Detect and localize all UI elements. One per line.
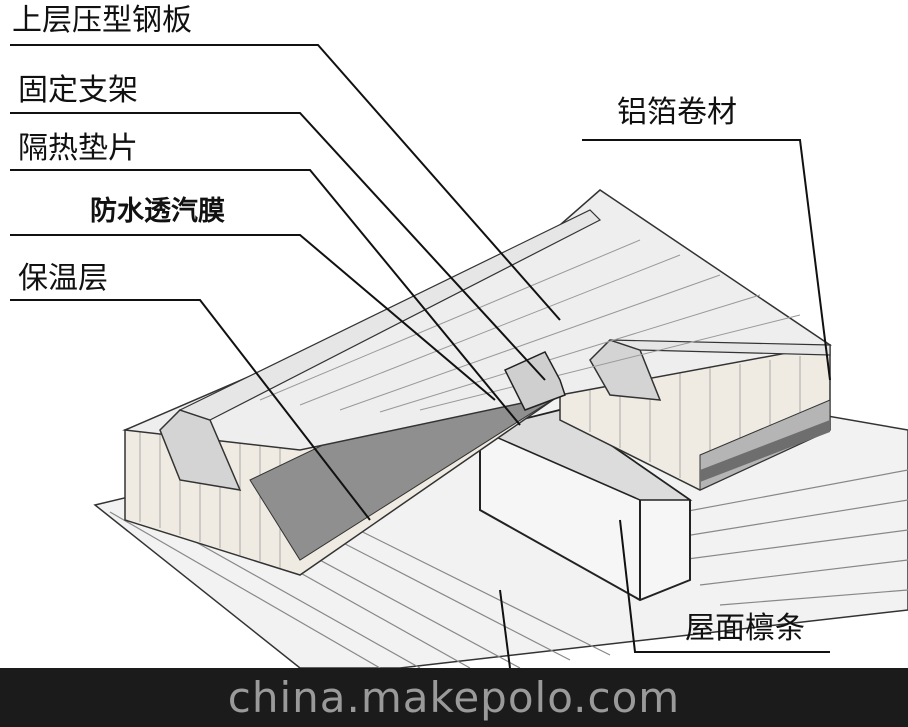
leader-upper-steel-sheet — [10, 44, 561, 321]
leader-waterproof-membrane — [10, 234, 496, 401]
label-upper-steel-sheet: 上层压型钢板 — [12, 3, 192, 38]
leader-insulation — [10, 299, 371, 521]
upper-profiled-steel-sheet — [122, 189, 832, 491]
label-insulation-layer: 保温层 — [18, 261, 108, 296]
leader-fixed-bracket — [10, 112, 546, 381]
watermark-text: china.makepolo.com — [227, 673, 681, 722]
label-roof-purlin: 屋面檩条 — [685, 611, 805, 646]
label-thermal-pad: 隔热垫片 — [18, 131, 138, 166]
leader-roof-purlin — [619, 519, 830, 653]
watermark-bar: china.makepolo.com — [0, 668, 908, 727]
leader-thermal-pad — [10, 169, 521, 426]
fixed-bracket — [503, 351, 566, 411]
label-waterproof-membrane: 防水透汽膜 — [90, 196, 225, 227]
leader-lines — [10, 44, 831, 668]
label-fixed-bracket: 固定支架 — [18, 73, 138, 108]
leader-aluminum-foil — [582, 139, 831, 381]
roof-assembly-diagram — [10, 44, 908, 668]
label-aluminum-foil: 铝箔卷材 — [617, 95, 737, 130]
leader-lower-deck — [499, 589, 511, 668]
